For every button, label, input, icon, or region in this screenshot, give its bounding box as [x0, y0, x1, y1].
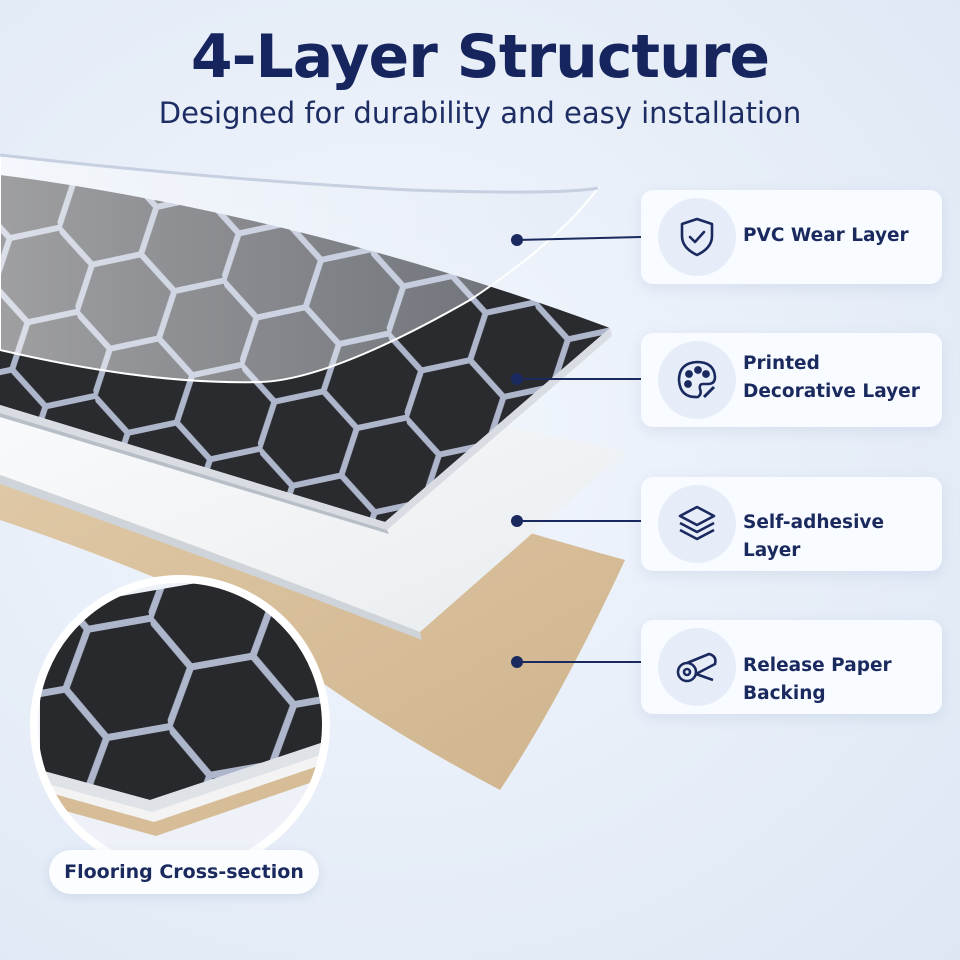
- leader-lines: [511, 234, 642, 668]
- cross-section-inset: [30, 575, 330, 875]
- palette-icon: [658, 341, 736, 419]
- layer-card-release-paper: Release Paper Backing: [641, 620, 942, 714]
- inset-label: Flooring Cross-section: [49, 850, 319, 894]
- stacked-layers-icon: [658, 485, 736, 563]
- layer-label: Printed Decorative Layer: [743, 353, 920, 402]
- layer-label: Self-adhesive Layer: [743, 512, 885, 561]
- layer-card-decorative: Printed Decorative Layer: [641, 333, 942, 427]
- page-title: 4-Layer Structure: [190, 22, 770, 92]
- layer-label: Release Paper Backing: [743, 655, 892, 704]
- layer-label: PVC Wear Layer: [743, 225, 909, 246]
- shield-check-icon: [658, 198, 736, 276]
- layer-card-pvc-wear: PVC Wear Layer: [641, 190, 942, 284]
- layer-card-adhesive: Self-adhesive Layer: [641, 477, 942, 571]
- page-subtitle: Designed for durability and easy install…: [158, 96, 802, 130]
- paper-roll-icon: [658, 628, 736, 706]
